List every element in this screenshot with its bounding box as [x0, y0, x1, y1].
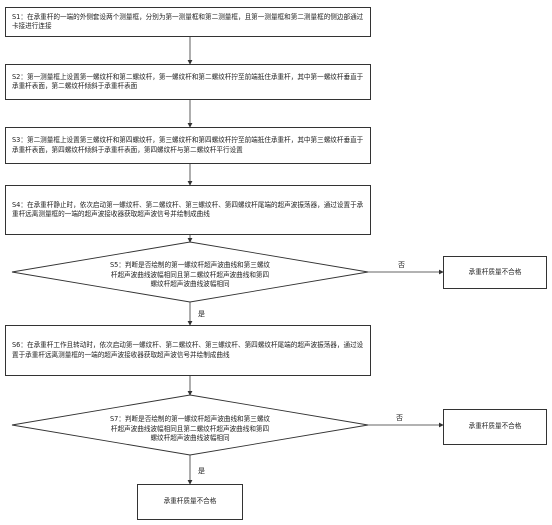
step-s6-text: S6：在承重杆工作且转动时，依次启动第一螺纹杆、第二螺纹杆、第三螺纹杆、第四螺纹… [12, 341, 364, 359]
decision-s7-diamond [11, 394, 369, 456]
step-s1: S1：在承重杆的一端的外侧套设两个测量框，分别为第一测量框和第二测量框，且第一测… [5, 7, 371, 37]
step-s2-text: S2：第一测量框上设置第一螺纹杆和第二螺纹杆，第一螺纹杆和第二螺纹杆拧至前端抵住… [12, 72, 364, 91]
step-s1-text: S1：在承重杆的一端的外侧套设两个测量框，分别为第一测量框和第二测量框，且第一测… [12, 12, 364, 31]
label-no-s7: 否 [396, 414, 403, 422]
decision-s5-text: S5：判断是否绘制的第一螺纹杆超声波曲线和第三螺纹杆超声波曲线波幅相同且第二螺纹… [109, 261, 271, 288]
label-yes-s5: 是 [198, 310, 205, 318]
decision-s7-text: S7：判断是否绘制的第一螺纹杆超声波曲线和第三螺纹杆超声波曲线波幅相同且第二螺纹… [109, 415, 271, 442]
step-s2: S2：第一测量框上设置第一螺纹杆和第二螺纹杆，第一螺纹杆和第二螺纹杆拧至前端抵住… [5, 64, 371, 100]
step-s6: S6：在承重杆工作且转动时，依次启动第一螺纹杆、第二螺纹杆、第三螺纹杆、第四螺纹… [5, 325, 371, 376]
label-no-s5: 否 [398, 261, 405, 269]
step-s3: S3：第二测量框上设置第三螺纹杆和第四螺纹杆，第三螺纹杆和第四螺纹杆拧至前端抵住… [5, 127, 371, 164]
result-final: 承重杆质量不合格 [137, 484, 243, 520]
result-s5-text: 承重杆质量不合格 [468, 267, 522, 276]
result-s7: 承重杆质量不合格 [443, 409, 547, 445]
result-final-text: 承重杆质量不合格 [163, 497, 217, 506]
step-s4: S4：在承重杆静止时，依次启动第一螺纹杆、第二螺纹杆、第三螺纹杆、第四螺纹杆尾端… [5, 185, 371, 235]
decision-s5-diamond [11, 241, 369, 303]
label-yes-s7: 是 [198, 467, 205, 475]
result-s7-text: 承重杆质量不合格 [468, 422, 522, 431]
result-s5: 承重杆质量不合格 [443, 256, 547, 289]
step-s4-text: S4：在承重杆静止时，依次启动第一螺纹杆、第二螺纹杆、第三螺纹杆、第四螺纹杆尾端… [12, 200, 364, 219]
step-s3-text: S3：第二测量框上设置第三螺纹杆和第四螺纹杆，第三螺纹杆和第四螺纹杆拧至前端抵住… [12, 136, 364, 154]
